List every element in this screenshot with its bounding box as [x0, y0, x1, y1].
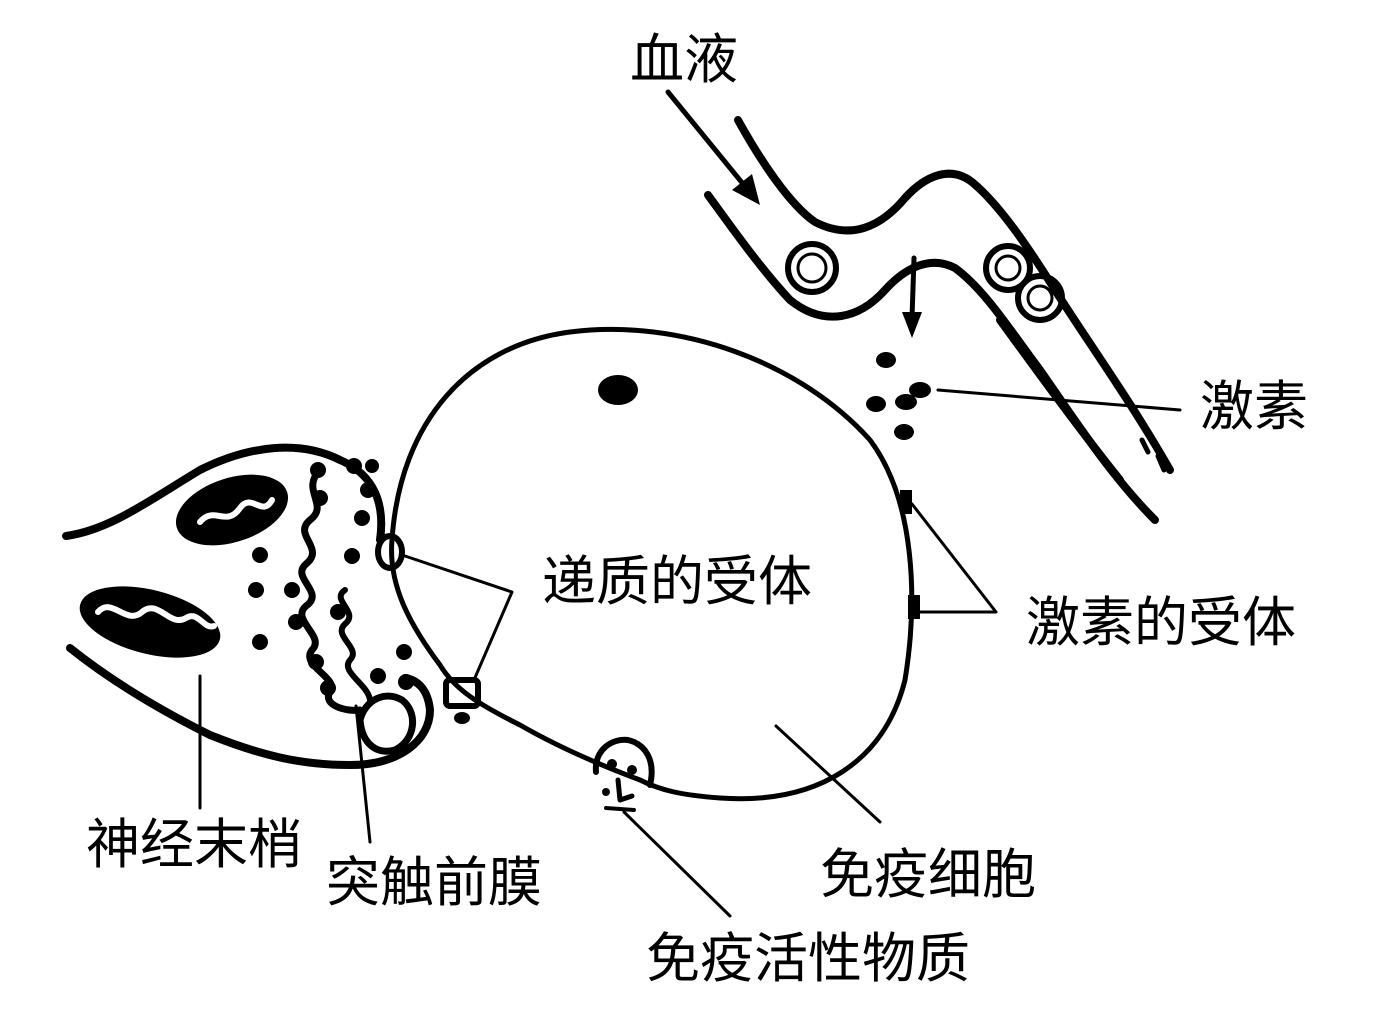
blood-cell-inner	[798, 254, 826, 282]
blood-cells	[788, 244, 1062, 320]
blood-cell-inner	[996, 256, 1020, 280]
label-nerve-ending: 神经末梢	[86, 818, 302, 872]
hormone-molecules	[866, 352, 931, 440]
label-hormone: 激素	[1200, 380, 1308, 434]
label-immune-cell: 免疫细胞	[820, 848, 1036, 902]
immune-cell-nucleus	[598, 375, 638, 405]
blood-flow-arrow	[668, 92, 760, 205]
vessel-wall-upper	[738, 120, 1170, 470]
vessel-wall-lower	[708, 195, 1155, 520]
label-hormone-receptor: 激素的受体	[1026, 596, 1296, 650]
blood-cell-inner	[1028, 286, 1052, 310]
presynaptic-membrane-pocket	[360, 696, 413, 751]
blood-cell	[788, 244, 836, 292]
label-blood: 血液	[630, 33, 738, 87]
blood-vessel	[708, 120, 1170, 520]
label-immune-active-substance: 免疫活性物质	[646, 932, 970, 986]
label-presynaptic-membrane: 突触前膜	[326, 856, 542, 910]
presynaptic-membrane-wavy-2	[341, 590, 370, 700]
label-transmitter-receptor: 递质的受体	[542, 555, 812, 609]
